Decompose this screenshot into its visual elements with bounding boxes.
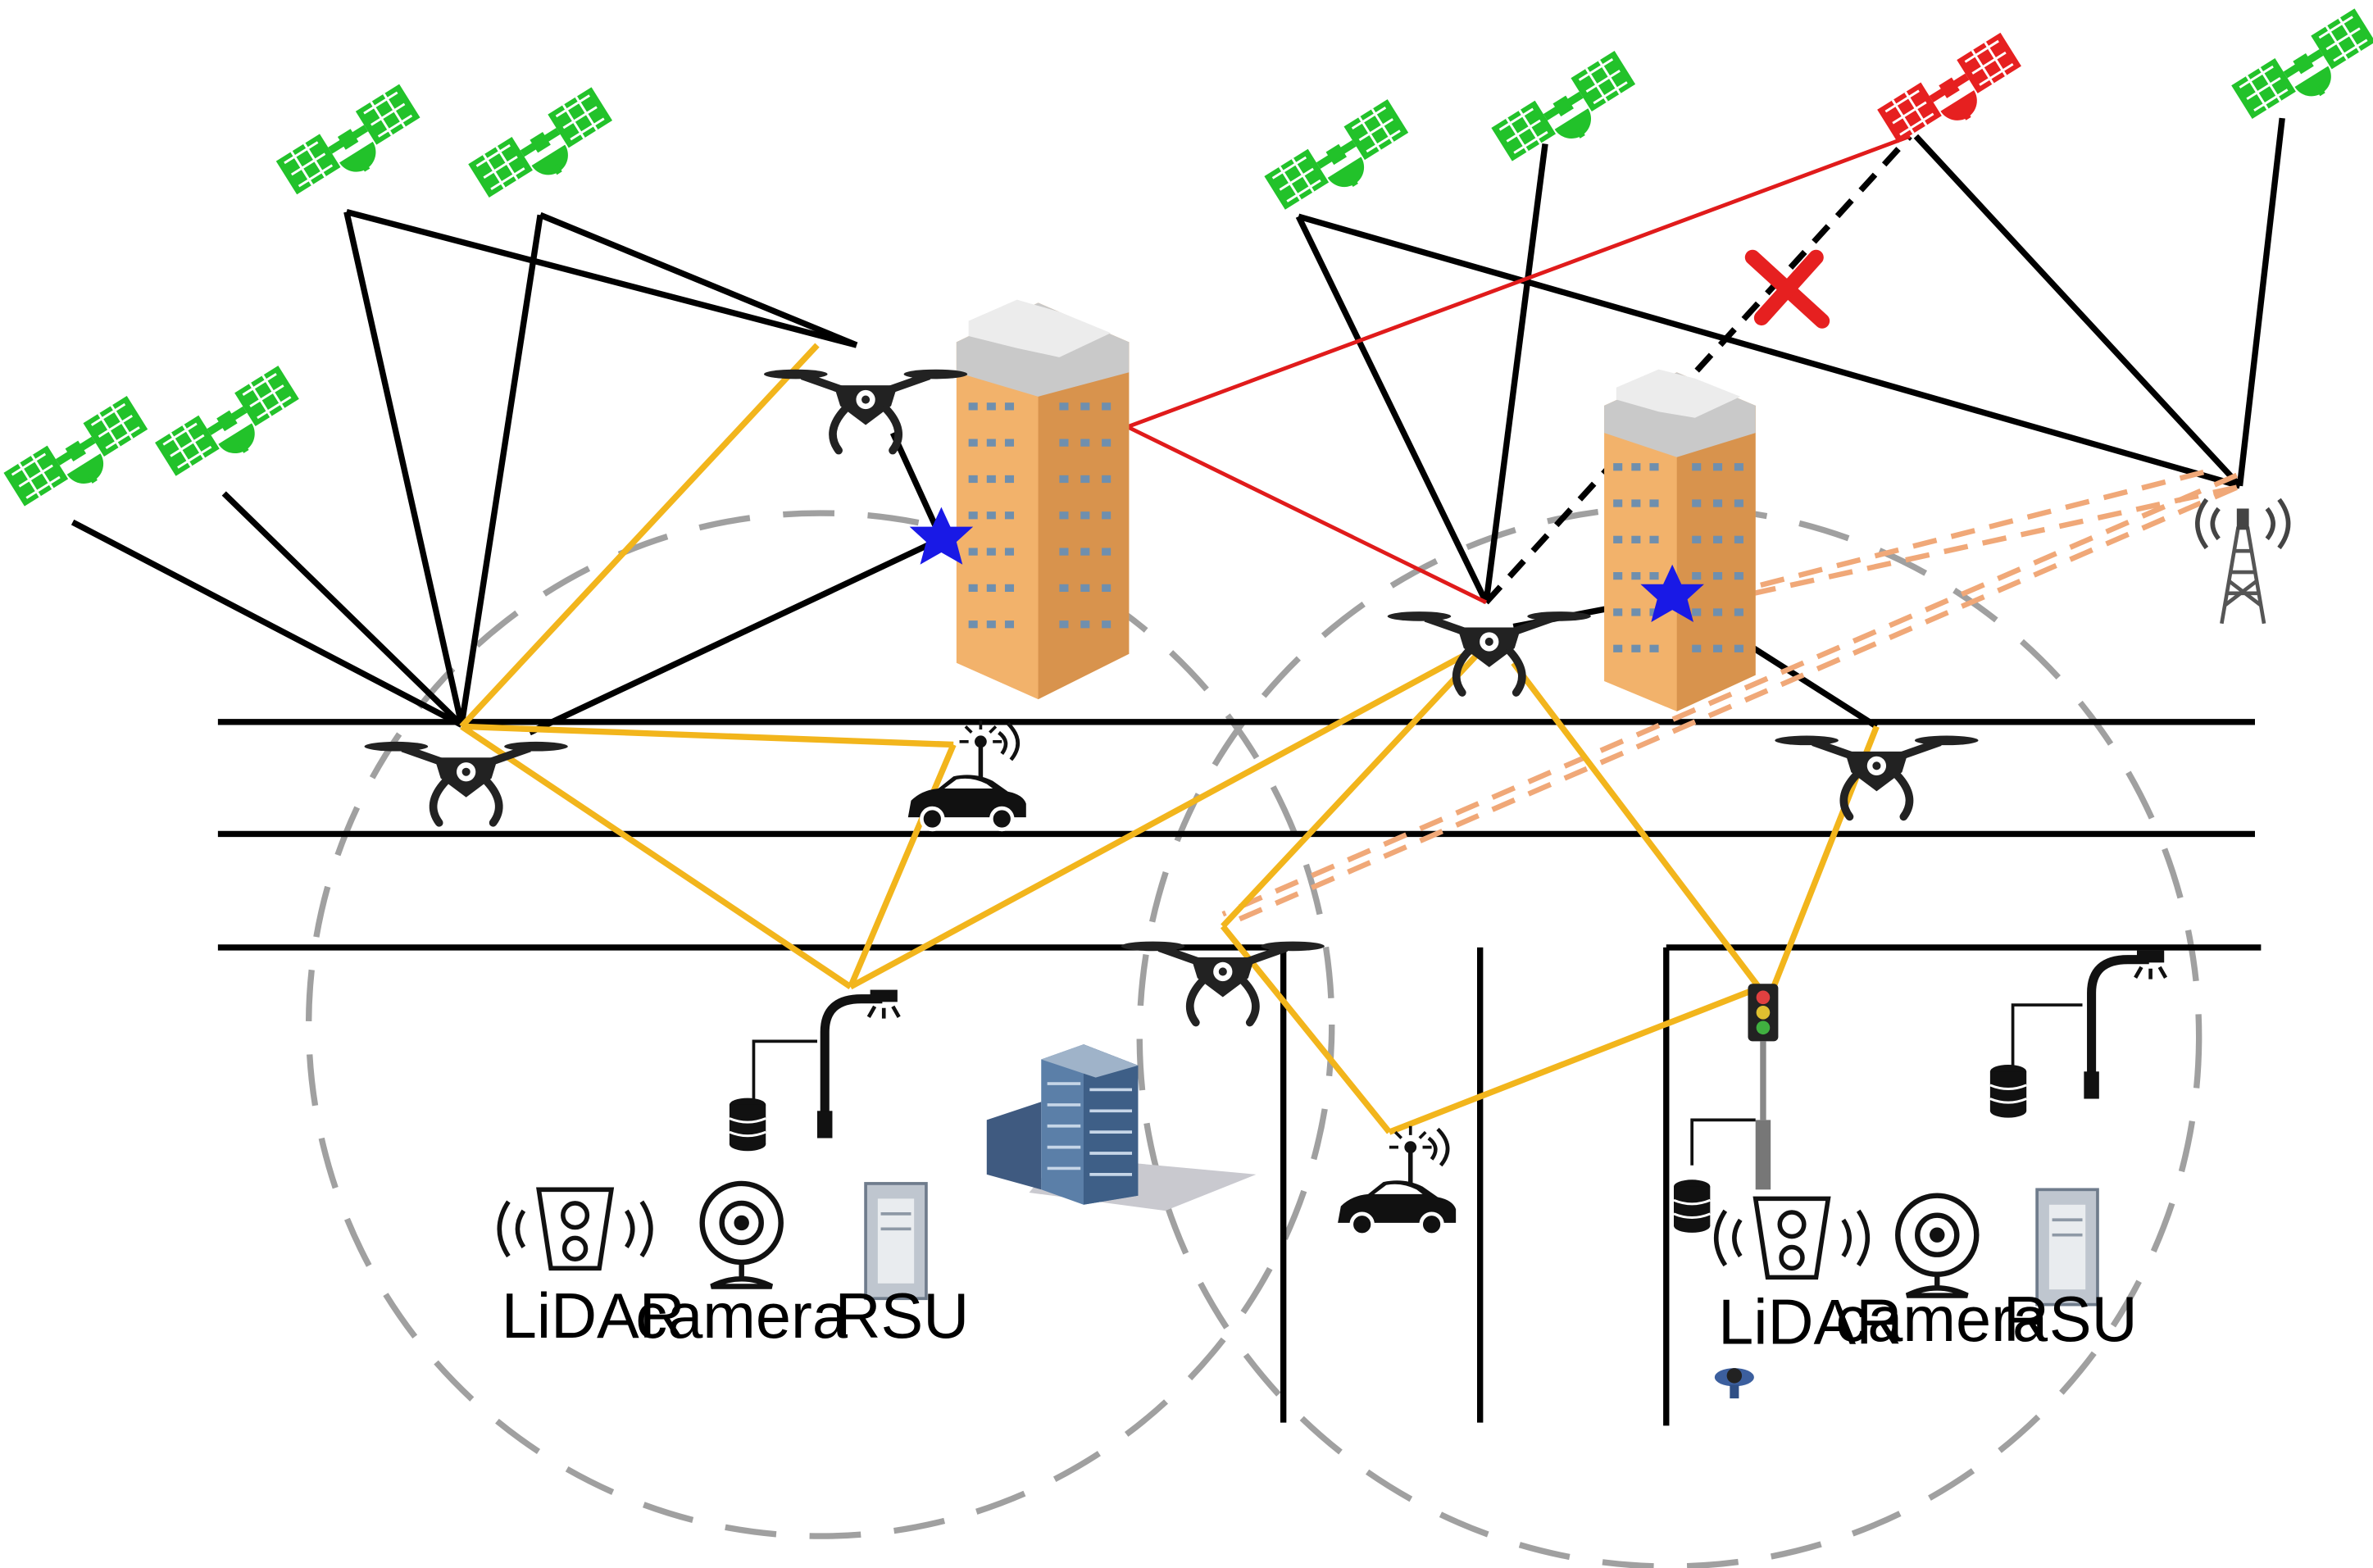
gnss-link bbox=[539, 211, 858, 348]
camera-icon bbox=[699, 1180, 784, 1289]
lidar-label: LiDAR bbox=[502, 1281, 685, 1352]
camera-label: camera bbox=[635, 1281, 848, 1352]
base-station-link bbox=[1727, 470, 2205, 596]
rsu-icon bbox=[864, 1182, 928, 1301]
base-station-link bbox=[1718, 484, 2238, 604]
database-icon bbox=[1672, 1178, 1712, 1234]
gnss-link bbox=[1483, 143, 1548, 603]
multipath-link bbox=[1126, 425, 1488, 605]
rsu-label: RSU bbox=[2003, 1284, 2138, 1355]
streetlight-cable bbox=[2011, 1003, 2083, 1066]
cooperative-link bbox=[460, 724, 852, 989]
camera-label: camera bbox=[1836, 1284, 2048, 1355]
base-station-link bbox=[1221, 472, 2239, 917]
gnss-link bbox=[70, 519, 463, 728]
database-icon bbox=[1989, 1063, 2028, 1120]
sensor-group-left: LiDAR camera RSU bbox=[497, 1180, 970, 1352]
tall-building-right bbox=[1604, 369, 1756, 711]
rsu-icon bbox=[2035, 1188, 2099, 1307]
cooperative-link bbox=[848, 639, 1491, 990]
gnss-nlos-link bbox=[528, 536, 943, 736]
cooperative-link bbox=[459, 343, 820, 729]
gnss-link bbox=[343, 211, 465, 726]
gnss-link bbox=[221, 491, 464, 728]
cooperative-link bbox=[1511, 661, 1762, 989]
sensor-group-right: LiDAR camera RSU bbox=[1714, 1188, 2138, 1358]
office-building bbox=[986, 1044, 1257, 1211]
gnss-link bbox=[458, 214, 543, 726]
traffic-light-cable bbox=[1690, 1118, 1756, 1166]
camera-icon bbox=[1895, 1193, 1980, 1298]
cell-tower-icon bbox=[2195, 498, 2291, 625]
gnss-nlos-link bbox=[889, 431, 944, 540]
gnss-links bbox=[70, 117, 2285, 736]
gnss-link bbox=[1295, 215, 1489, 604]
base-station-links bbox=[1221, 470, 2239, 929]
base-station-link bbox=[1221, 484, 2239, 929]
streetlight-cable bbox=[752, 1039, 818, 1105]
cooperative-link bbox=[1221, 639, 1492, 929]
gnss-link bbox=[2236, 117, 2285, 487]
cooperative-link bbox=[848, 743, 957, 989]
lidar-icon bbox=[1714, 1196, 1870, 1280]
multipath-link bbox=[1126, 134, 1911, 429]
gnss-link bbox=[1913, 134, 2243, 489]
multipath-links bbox=[1126, 134, 1911, 605]
cooperative-link bbox=[1388, 984, 1763, 1135]
pedestrian-icon bbox=[1714, 1368, 1754, 1399]
lidar-label: LiDAR bbox=[1718, 1288, 1902, 1358]
blocked-los-link bbox=[1484, 134, 1912, 605]
gnss-link bbox=[345, 209, 857, 348]
rsu-label: RSU bbox=[835, 1281, 970, 1352]
cooperative-link bbox=[461, 723, 954, 748]
coverage-circle-left bbox=[305, 510, 1335, 1539]
database-icon bbox=[728, 1097, 767, 1152]
gnss-link bbox=[1298, 213, 2241, 489]
tall-building-left bbox=[956, 299, 1130, 700]
blocked-signal-icon bbox=[1744, 249, 1830, 329]
lidar-icon bbox=[497, 1187, 653, 1271]
traffic-light-icon bbox=[1748, 984, 1779, 1190]
